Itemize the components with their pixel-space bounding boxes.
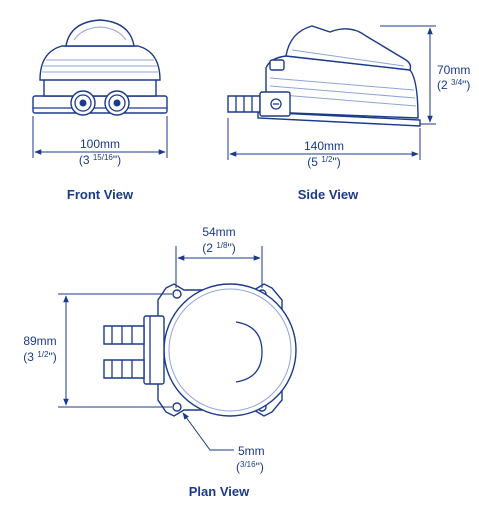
side-view-title: Side View — [298, 187, 359, 202]
plan-depth-imperial: (3 1/2") — [23, 350, 56, 364]
front-width-imperial: (3 15/16") — [79, 153, 121, 167]
front-width-metric: 100mm — [80, 137, 120, 151]
plan-spacing-metric: 54mm — [202, 225, 235, 239]
plan-view-drawing — [58, 246, 297, 451]
plan-spacing-imperial: (2 1/8") — [202, 241, 235, 255]
side-view-drawing — [227, 25, 436, 160]
plan-hole-metric: 5mm — [238, 444, 265, 458]
front-port-left — [70, 90, 96, 116]
front-view-title: Front View — [67, 187, 134, 202]
hole-leader — [182, 412, 234, 451]
plan-hole-imperial: (3/16") — [236, 460, 264, 474]
side-height-metric: 70mm — [437, 63, 470, 77]
front-port-right — [104, 90, 130, 116]
side-height-imperial: (2 3/4") — [437, 78, 470, 92]
plan-view-title: Plan View — [189, 484, 250, 499]
side-length-imperial: (5 1/2") — [307, 155, 340, 169]
mount-hole-bottom-left — [172, 402, 182, 412]
plan-depth-metric: 89mm — [23, 334, 56, 348]
side-length-metric: 140mm — [304, 139, 344, 153]
mount-hole-top-left — [172, 289, 182, 299]
front-view-drawing — [32, 19, 168, 158]
